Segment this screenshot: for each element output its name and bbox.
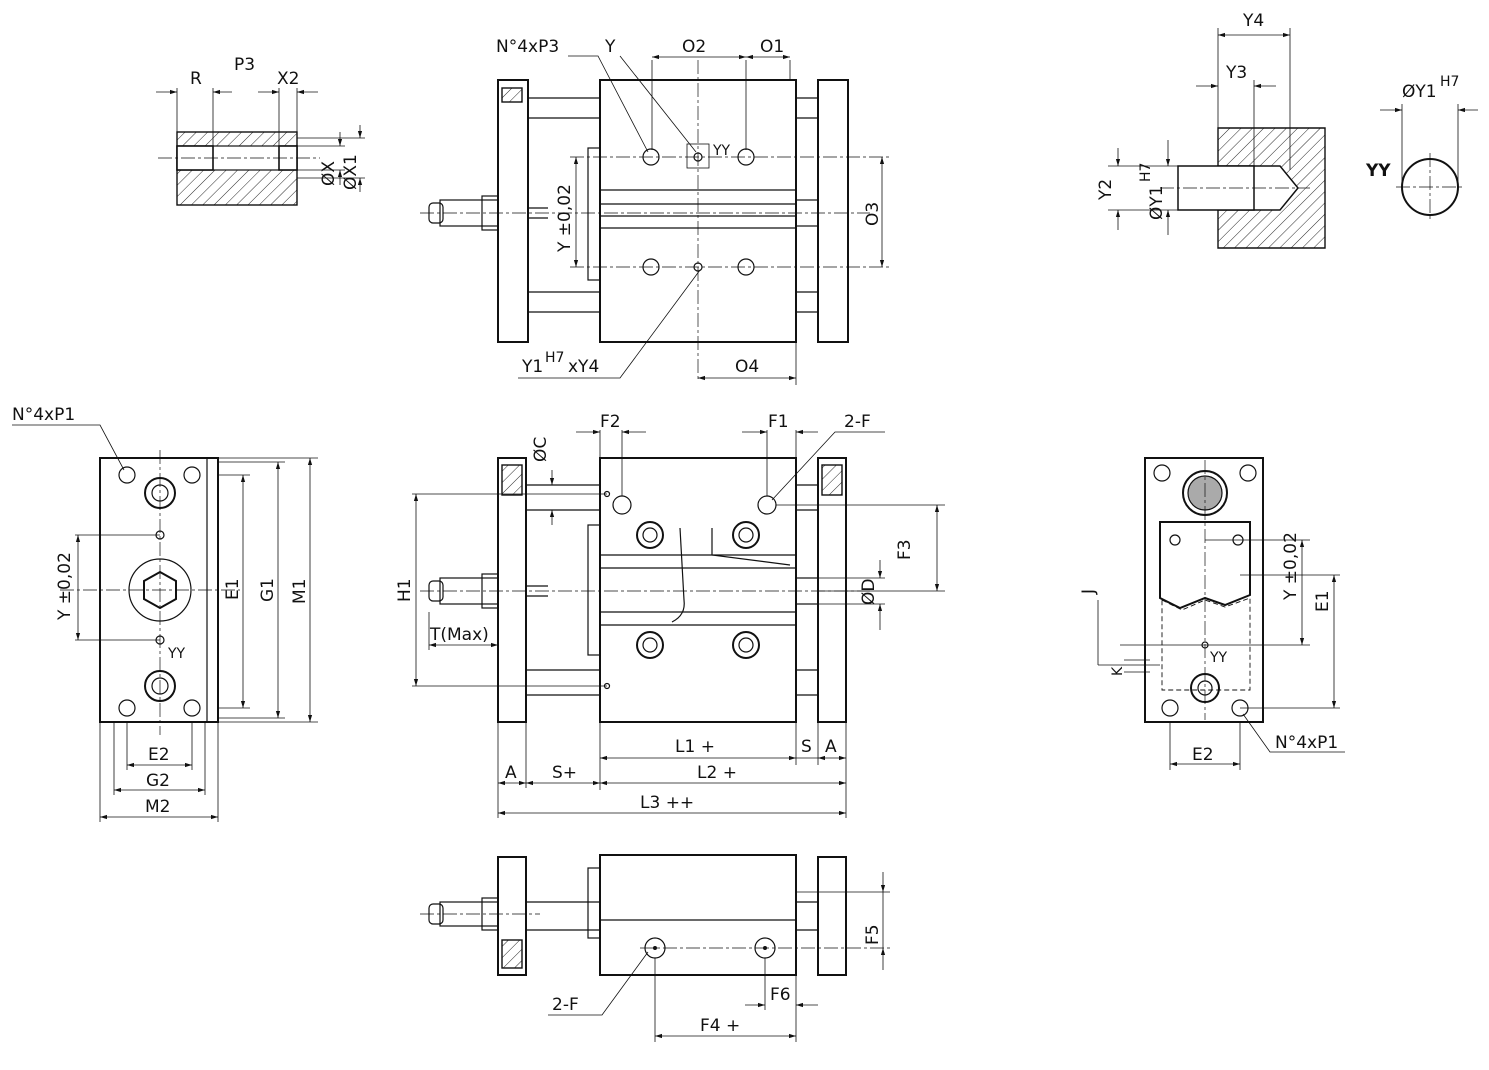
label-front-L1: L1 + <box>675 737 715 757</box>
label-R: R <box>190 69 202 89</box>
label-bottom-F6: F6 <box>770 985 791 1005</box>
label-right-n4xP1: N°4xP1 <box>1275 733 1338 753</box>
label-bottom-F5: F5 <box>863 924 883 945</box>
label-front-D: ØD <box>859 579 879 605</box>
label-front-A1: A <box>505 763 517 783</box>
label-front-S: S <box>801 737 812 757</box>
label-O4: O4 <box>735 357 759 377</box>
label-right-E1: E1 <box>1313 590 1333 612</box>
label-O3: O3 <box>863 202 883 226</box>
label-left-n4xP1: N°4xP1 <box>12 405 75 425</box>
label-X: ØX <box>319 161 339 186</box>
label-yy-H7: H7 <box>1440 74 1459 90</box>
label-pin-Y1: ØY1 <box>1147 185 1167 220</box>
top-view: N°4xP3 Y O2 O1 YY Y ±0,02 O3 Y1 H7 xY4 O… <box>420 37 890 385</box>
label-front-F2: F2 <box>600 412 621 432</box>
label-right-K: K <box>1110 666 1126 676</box>
label-front-F1: F1 <box>768 412 789 432</box>
label-O2: O2 <box>682 37 706 57</box>
label-right-YY: YY <box>1209 650 1228 666</box>
label-left-M2: M2 <box>145 797 170 817</box>
label-left-Ytol: Y ±0,02 <box>55 552 75 621</box>
label-front-A2: A <box>825 737 837 757</box>
label-front-H1: H1 <box>395 578 415 602</box>
label-front-Splus: S+ <box>552 763 577 783</box>
yy-detail: YY ØY1 H7 <box>1365 74 1478 221</box>
label-front-F3: F3 <box>895 539 915 560</box>
label-bottom-2F: 2-F <box>552 995 579 1015</box>
label-front-2F: 2-F <box>844 412 871 432</box>
label-left-E2: E2 <box>148 745 170 765</box>
pin-detail: Y4 Y3 Y2 ØY1 H7 <box>1096 11 1326 249</box>
label-Y1-H7: H7 <box>545 350 564 366</box>
label-O1: O1 <box>760 37 784 57</box>
bottom-view: F5 2-F F6 F4 + <box>420 854 890 1042</box>
label-right-J: J <box>1079 589 1099 595</box>
label-yy: YY <box>1365 161 1391 181</box>
label-yy-Y1: ØY1 <box>1402 82 1437 102</box>
label-X1: ØX1 <box>341 154 361 190</box>
right-end-view: J K YY Y ±0,02 E1 E2 N°4xP1 <box>1079 457 1345 770</box>
label-Y1: Y1 <box>521 357 543 377</box>
label-X2: X2 <box>277 69 299 89</box>
label-Y2: Y2 <box>1096 179 1116 201</box>
label-P3: P3 <box>234 55 255 75</box>
label-left-E1: E1 <box>223 578 243 600</box>
label-xY4: xY4 <box>568 357 599 377</box>
label-left-G1: G1 <box>258 578 278 602</box>
label-right-Ytol: Y ±0,02 <box>1281 532 1301 601</box>
label-left-G2: G2 <box>146 771 170 791</box>
front-view: ØC F2 F1 2-F F3 ØD H1 T(Max) L1 + S A A … <box>395 412 945 818</box>
left-end-view: N°4xP1 Y ±0,02 YY E1 G1 M1 E2 G2 M2 <box>12 405 318 822</box>
label-front-L2: L2 + <box>697 763 737 783</box>
label-Y4: Y4 <box>1242 11 1264 31</box>
detail-p3-section: R P3 X2 ØX ØX1 <box>156 55 365 206</box>
label-Y3: Y3 <box>1225 63 1247 83</box>
label-right-E2: E2 <box>1192 745 1214 765</box>
label-front-T: T(Max) <box>429 625 489 645</box>
label-bottom-F4: F4 + <box>700 1016 740 1036</box>
label-left-M1: M1 <box>290 579 310 604</box>
label-front-L3: L3 ++ <box>640 793 694 813</box>
label-n4xP3: N°4xP3 <box>496 37 559 57</box>
label-top-Ytol: Y ±0,02 <box>555 184 575 253</box>
label-top-YY: YY <box>712 143 731 159</box>
label-pin-H7: H7 <box>1138 163 1154 182</box>
label-top-Y: Y <box>604 37 616 57</box>
label-left-YY: YY <box>167 646 186 662</box>
label-front-C: ØC <box>531 437 551 462</box>
